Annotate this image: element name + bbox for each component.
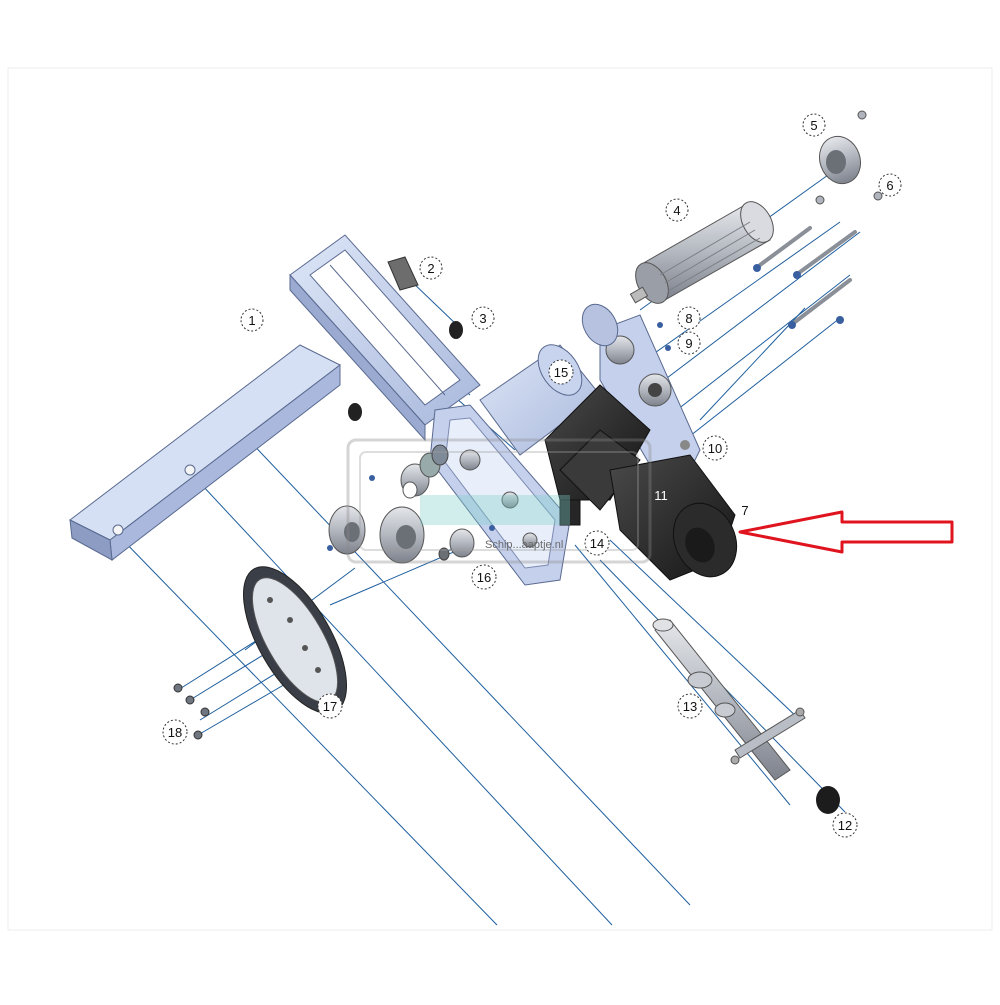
callout-18: 18	[162, 719, 188, 745]
callout-3: 3	[471, 306, 495, 330]
part-knob-lower	[348, 403, 362, 421]
svg-text:6: 6	[886, 178, 893, 193]
svg-text:8: 8	[685, 311, 692, 326]
svg-text:11: 11	[654, 488, 668, 503]
part-clamp-plate	[387, 256, 419, 291]
part-bracket-frame	[289, 234, 481, 442]
part-washers	[400, 444, 449, 499]
svg-text:4: 4	[673, 203, 680, 218]
part-bolt-nuts	[327, 264, 844, 551]
callout-12: 12	[832, 812, 858, 838]
svg-text:14: 14	[590, 536, 604, 551]
svg-text:16: 16	[477, 570, 491, 585]
part-long-bolts	[758, 226, 857, 324]
svg-text:13: 13	[683, 699, 697, 714]
callout-2: 2	[419, 256, 443, 280]
part-arm	[69, 344, 341, 561]
part-roller	[629, 201, 774, 304]
svg-text:5: 5	[810, 118, 817, 133]
svg-text:3: 3	[479, 311, 486, 326]
part-screws	[173, 683, 210, 740]
svg-text:7: 7	[741, 503, 748, 518]
callout-labels: 1 2 3 4 5 6 7 8 9	[162, 113, 902, 838]
callout-5: 5	[802, 113, 826, 137]
callout-1: 1	[240, 308, 264, 332]
svg-text:18: 18	[168, 725, 182, 740]
part-gear-plate	[429, 404, 571, 586]
svg-text:2: 2	[427, 261, 434, 276]
callout-17: 17	[317, 693, 343, 719]
part-motor-mount	[599, 314, 701, 471]
callout-10: 10	[702, 435, 728, 461]
callout-15: 15	[548, 359, 574, 385]
callout-13: 13	[677, 693, 703, 719]
part-flange	[581, 303, 619, 347]
callout-11: 11	[654, 488, 668, 503]
part-rubber-foot	[816, 786, 840, 814]
watermark	[346, 438, 652, 564]
callout-16: 16	[471, 564, 497, 590]
callout-14: 14	[584, 530, 610, 556]
svg-text:9: 9	[685, 336, 692, 351]
callout-8: 8	[677, 306, 701, 330]
part-disc	[242, 566, 348, 714]
callout-4: 4	[665, 198, 689, 222]
part-handwheel	[815, 110, 883, 205]
part-knob-upper	[449, 321, 463, 339]
svg-text:10: 10	[708, 441, 722, 456]
callout-7: 7	[741, 503, 748, 518]
svg-text:15: 15	[554, 365, 568, 380]
callout-9: 9	[677, 331, 701, 355]
svg-text:1: 1	[248, 313, 255, 328]
part-gear-wheels	[328, 505, 475, 564]
svg-text:12: 12	[838, 818, 852, 833]
part-motor	[544, 384, 738, 581]
callout-6: 6	[878, 173, 902, 197]
highlight-arrow	[738, 510, 954, 554]
watermark-text: Schip...aaptje.nl	[485, 539, 563, 551]
part-shaft	[652, 618, 806, 781]
svg-text:17: 17	[323, 699, 337, 714]
